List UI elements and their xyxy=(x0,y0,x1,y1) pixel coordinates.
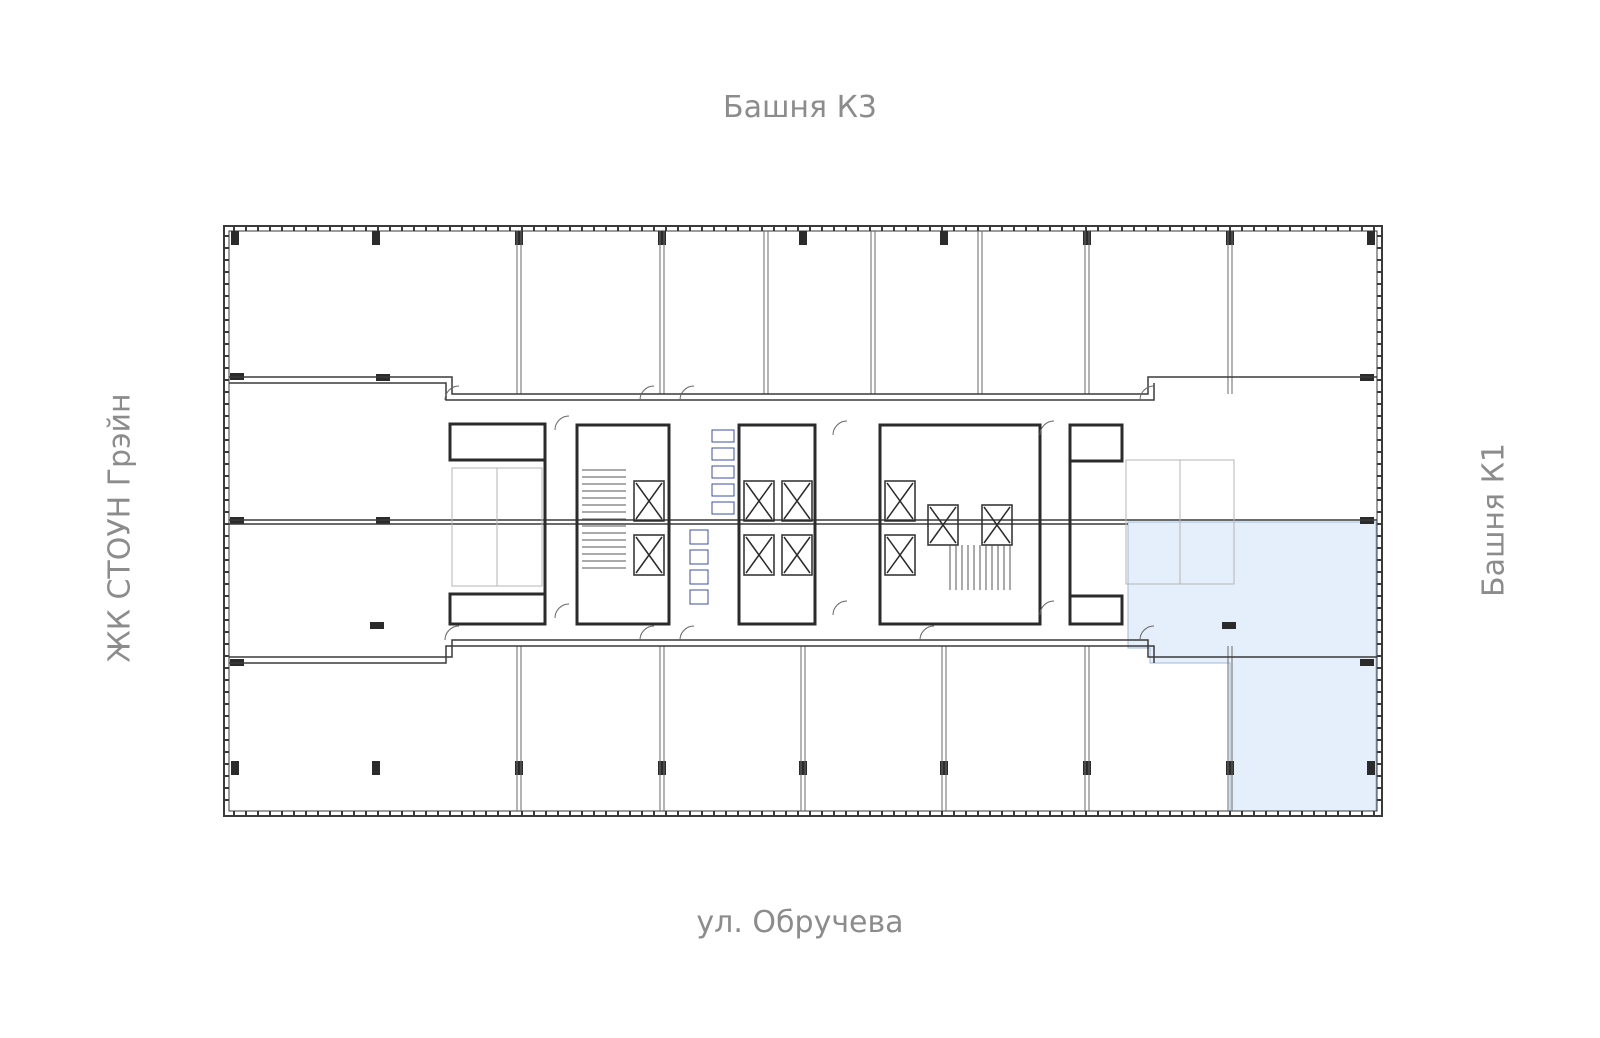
building-core xyxy=(448,422,1124,626)
column xyxy=(1367,231,1375,245)
restroom-fixtures xyxy=(451,459,1235,587)
stall xyxy=(689,529,709,545)
highlighted-unit[interactable] xyxy=(1127,521,1377,812)
door-swing xyxy=(1039,420,1055,436)
north-label: Башня К3 xyxy=(723,90,877,125)
column xyxy=(1367,761,1375,775)
elevator-cross xyxy=(886,482,914,520)
stall xyxy=(711,465,735,479)
corridor-walls xyxy=(229,376,1377,664)
elevator-cross xyxy=(886,536,914,574)
elevator-cabin xyxy=(884,534,916,576)
elevator-cross xyxy=(783,482,811,520)
column xyxy=(1222,622,1236,629)
stall xyxy=(689,569,709,585)
column xyxy=(1226,761,1234,775)
door-swing xyxy=(679,625,695,641)
elevator-cabin xyxy=(633,534,665,576)
column xyxy=(1083,761,1091,775)
column xyxy=(231,761,239,775)
column xyxy=(940,231,948,245)
door-swing xyxy=(919,625,935,641)
elevator-cross xyxy=(635,482,663,520)
elevator-cabin xyxy=(743,534,775,576)
door-swing xyxy=(444,385,460,401)
door-swing xyxy=(1139,385,1155,401)
elevator-cross xyxy=(635,536,663,574)
stall xyxy=(711,501,735,515)
door-swing xyxy=(832,420,848,436)
door-swing xyxy=(1139,625,1155,641)
elevator-cabin xyxy=(633,480,665,522)
column xyxy=(231,231,239,245)
column xyxy=(658,231,666,245)
column xyxy=(372,761,380,775)
elevator-cross xyxy=(983,506,1011,544)
facade-mullions xyxy=(224,226,1382,816)
column xyxy=(799,761,807,775)
elevator-cabin xyxy=(981,504,1013,546)
door-swing xyxy=(679,385,695,401)
south-street-label: ул. Обручева xyxy=(696,905,904,940)
column xyxy=(515,231,523,245)
column xyxy=(1083,231,1091,245)
door-swing xyxy=(832,600,848,616)
column xyxy=(799,231,807,245)
structural-columns xyxy=(230,231,1375,775)
stairwell xyxy=(582,469,1011,590)
column xyxy=(940,761,948,775)
stall xyxy=(689,549,709,565)
column xyxy=(1226,231,1234,245)
elevator-cabin xyxy=(927,504,959,546)
elevator-cross xyxy=(745,482,773,520)
door-swing xyxy=(554,415,570,431)
elevator-cross xyxy=(745,536,773,574)
partition-walls xyxy=(516,231,1233,811)
door-swing xyxy=(639,625,655,641)
elevator-cabin xyxy=(743,480,775,522)
stall xyxy=(711,483,735,497)
stall xyxy=(689,589,709,605)
restroom-stalls xyxy=(689,429,735,605)
door-swing xyxy=(444,625,460,641)
doors xyxy=(444,385,1155,641)
column xyxy=(658,761,666,775)
elevator-cross xyxy=(929,506,957,544)
elevator-cabin xyxy=(884,480,916,522)
elevator-cross xyxy=(783,536,811,574)
column xyxy=(1360,659,1374,666)
elevator-cabin xyxy=(781,480,813,522)
column xyxy=(372,231,380,245)
elevator-cabin xyxy=(781,534,813,576)
stall xyxy=(711,429,735,443)
stall xyxy=(711,447,735,461)
door-swing xyxy=(639,385,655,401)
door-swing xyxy=(554,603,570,619)
column xyxy=(370,622,384,629)
elevator-shafts xyxy=(633,480,1013,576)
door-swing xyxy=(1039,600,1055,616)
column xyxy=(515,761,523,775)
